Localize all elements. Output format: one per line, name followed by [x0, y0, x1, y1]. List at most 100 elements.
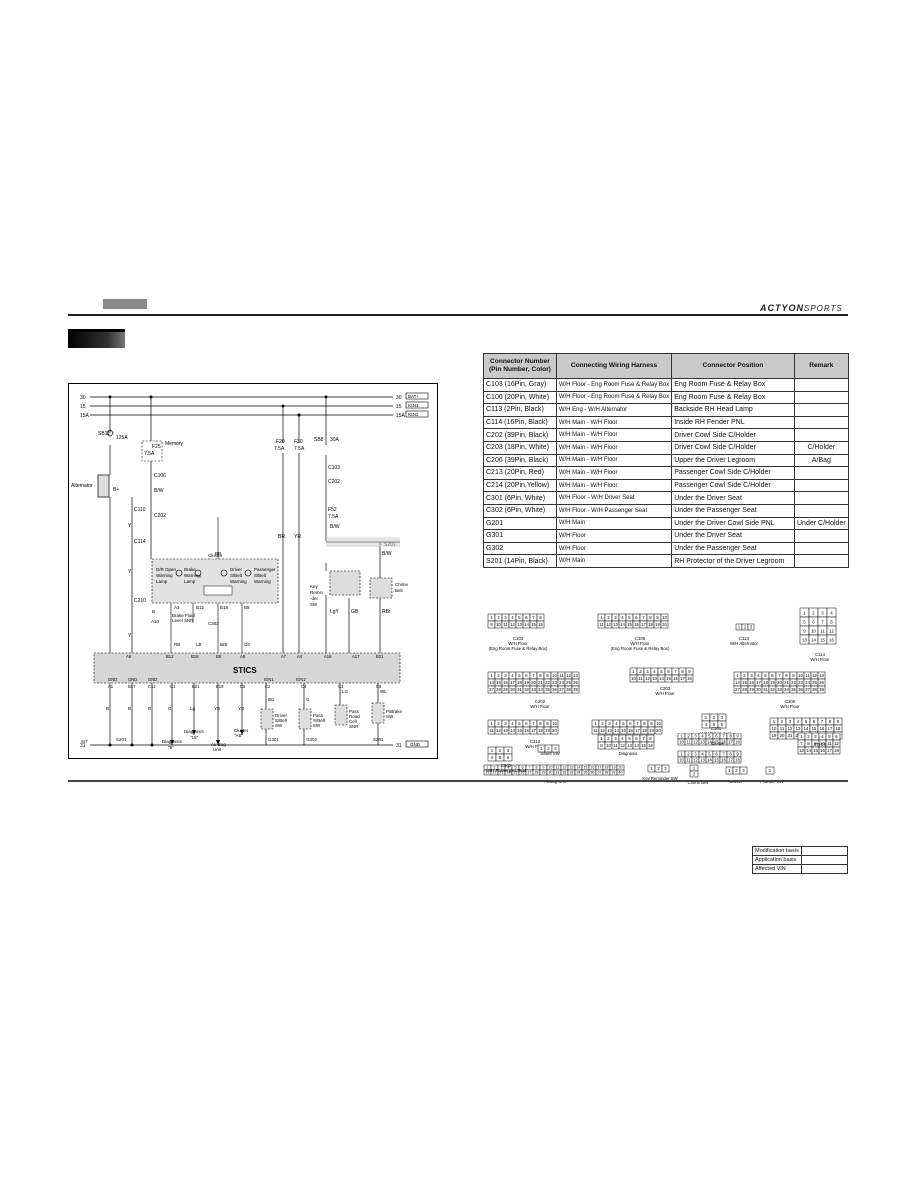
svg-text:A1: A1 [108, 684, 114, 689]
svg-text:Y: Y [128, 569, 132, 575]
svg-text:10: 10 [606, 743, 611, 748]
svg-text:12: 12 [510, 622, 515, 627]
svg-text:10: 10 [662, 615, 667, 620]
svg-text:2: 2 [657, 766, 660, 771]
svg-text:A17: A17 [352, 654, 360, 659]
svg-text:A4: A4 [297, 654, 303, 659]
svg-text:W/H Floor: W/H Floor [780, 704, 800, 709]
svg-text:9: 9 [736, 733, 739, 738]
svg-text:5: 5 [628, 615, 631, 620]
svg-text:2: 2 [547, 746, 550, 751]
pbrake-title: P/Brake SW [760, 779, 784, 784]
svg-text:7: 7 [800, 741, 803, 746]
svg-text:3: 3 [614, 615, 617, 620]
svg-text:19: 19 [649, 728, 654, 733]
svg-text:B: B [148, 706, 151, 711]
svg-text:Warning: Warning [156, 573, 173, 578]
rail-label-r31: 31 [396, 743, 402, 749]
connector-row: C106 (20Pin, White)W/H Floor - Eng Room … [483, 390, 850, 405]
svg-text:9: 9 [546, 673, 549, 678]
svg-text:10: 10 [820, 741, 825, 746]
alternator-label: Alternator [71, 483, 93, 489]
cell-position: Eng Room Fuse & Relay Box [671, 378, 795, 392]
svg-text:"15": "15" [190, 735, 199, 740]
svg-text:20: 20 [656, 728, 661, 733]
svg-text:6: 6 [507, 755, 510, 760]
svg-text:C210: C210 [134, 598, 146, 604]
svg-text:7: 7 [529, 766, 531, 770]
cell-position: Passenger Cowl Side C/Holder [671, 478, 795, 493]
svg-text:LB: LB [196, 642, 202, 647]
svg-text:6: 6 [635, 736, 638, 741]
cell-position: Eng Room Fuse & Relay Box [671, 390, 795, 405]
svg-text:"9": "9" [168, 745, 174, 750]
svg-text:6: 6 [771, 673, 774, 678]
svg-text:3: 3 [664, 766, 667, 771]
cell-harness: W/H Main - W/H Floor [555, 428, 673, 442]
cell-remark [793, 415, 850, 430]
svg-text:G302: G302 [306, 737, 318, 742]
svg-text:14: 14 [707, 739, 712, 744]
c113-title: C113 [739, 636, 750, 641]
svg-text:19: 19 [770, 680, 775, 685]
svg-text:12: 12 [693, 757, 698, 762]
svg-text:10: 10 [798, 673, 803, 678]
svg-text:26: 26 [573, 680, 578, 685]
svg-text:7: 7 [532, 615, 535, 620]
cell-harness: W/H Main - W/H Floor [555, 453, 673, 468]
svg-text:1: 1 [736, 673, 739, 678]
svg-text:14: 14 [707, 757, 712, 762]
svg-text:Key: Key [310, 584, 319, 589]
svg-text:Brake: Brake [184, 567, 196, 572]
svg-text:31: 31 [763, 687, 768, 692]
svg-text:12: 12 [829, 628, 834, 633]
svg-text:28: 28 [496, 687, 501, 692]
rail-label-30: 30 [80, 395, 86, 401]
svg-text:15: 15 [641, 743, 646, 748]
cell-remark [793, 491, 850, 505]
svg-text:Diagnosis: Diagnosis [162, 739, 183, 744]
cell-position: RH Protector of the Driver Legroom [671, 554, 795, 568]
svg-text:3: 3 [554, 746, 557, 751]
svg-text:4: 4 [830, 610, 833, 615]
svg-text:24: 24 [805, 680, 810, 685]
svg-text:BrB: BrB [220, 642, 228, 647]
svg-text:38: 38 [566, 687, 571, 692]
svg-text:22: 22 [791, 680, 796, 685]
svg-text:18: 18 [538, 728, 543, 733]
svg-text:Unit: Unit [213, 747, 222, 752]
cell-harness: W/H Main - W/H Floor [555, 440, 673, 455]
svg-text:21: 21 [784, 680, 789, 685]
svg-text:4: 4 [821, 734, 824, 739]
svg-text:10: 10 [772, 726, 777, 731]
footer-rule [68, 780, 848, 782]
rail-label-r30: 30 [396, 395, 402, 401]
svg-text:16: 16 [648, 743, 653, 748]
svg-text:W/H Floor: W/H Floor [525, 744, 545, 749]
svg-text:4: 4 [491, 755, 494, 760]
svg-text:12: 12 [563, 766, 567, 770]
svg-text:9: 9 [837, 719, 840, 724]
svg-text:C114: C114 [134, 539, 146, 545]
svg-text:1: 1 [728, 768, 731, 773]
svg-text:5: 5 [828, 734, 831, 739]
svg-text:7: 7 [674, 669, 677, 674]
cell-remark [793, 503, 850, 518]
cell-harness: W/H Main - W/H Floor [555, 466, 673, 480]
cell-connector: S201 (14Pin, Black) [483, 554, 557, 568]
svg-text:B/W: B/W [154, 488, 164, 494]
